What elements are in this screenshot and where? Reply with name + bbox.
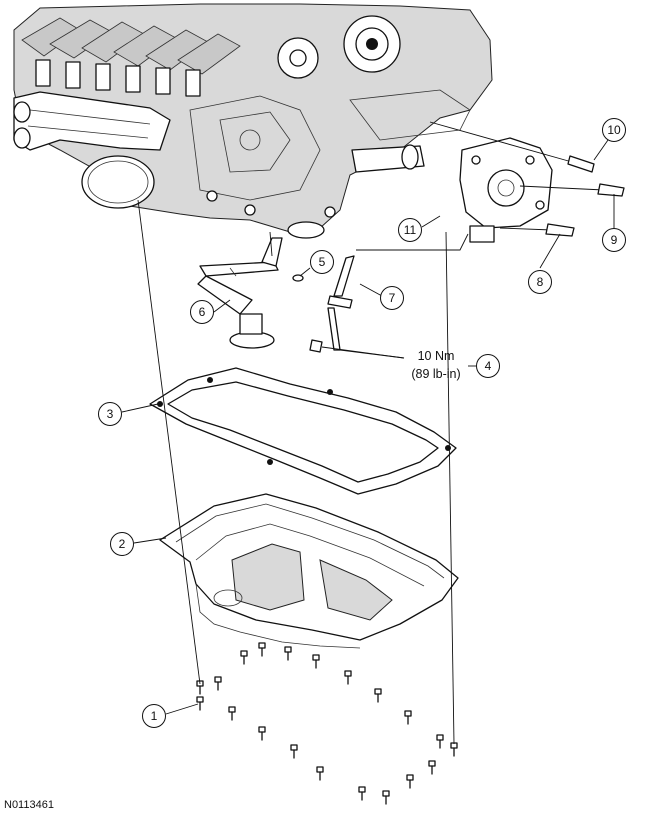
callout-8: 8 xyxy=(528,270,552,294)
bolt xyxy=(290,744,298,759)
callout-9: 9 xyxy=(602,228,626,252)
callout-8-label: 8 xyxy=(537,275,544,289)
callout-2-label: 2 xyxy=(119,537,126,551)
bolt xyxy=(404,710,412,725)
callout-1: 1 xyxy=(142,704,166,728)
bolt xyxy=(214,676,222,691)
callout-11-label: 11 xyxy=(404,223,417,237)
figure-id: N0113461 xyxy=(4,799,54,811)
callout-6-label: 6 xyxy=(199,305,206,319)
callout-5: 5 xyxy=(310,250,334,274)
torque-spec-nm: 10 Nm xyxy=(418,349,455,363)
bolt xyxy=(358,786,366,801)
bolt xyxy=(382,790,390,805)
callout-5-label: 5 xyxy=(319,255,326,269)
alignment-lines xyxy=(137,199,455,745)
torque-spec-lbin: (89 lb-in) xyxy=(411,367,460,381)
oil-pan-gasket xyxy=(149,367,457,495)
bolt xyxy=(284,646,292,661)
bolt xyxy=(374,688,382,703)
bolt xyxy=(240,650,248,665)
callout-10: 10 xyxy=(602,118,626,142)
callout-1-label: 1 xyxy=(151,709,158,723)
oil-pump xyxy=(459,137,553,243)
oil-pan-bolts xyxy=(196,642,458,805)
engine-block xyxy=(13,3,493,239)
torque-spec: 10 Nm (89 lb-in) xyxy=(411,349,460,381)
callout-4-label: 4 xyxy=(485,359,492,373)
callout-7-label: 7 xyxy=(389,291,396,305)
bolt xyxy=(312,654,320,669)
callout-2: 2 xyxy=(110,532,134,556)
oil-level-tube xyxy=(309,233,469,353)
callout-7: 7 xyxy=(380,286,404,310)
bolt xyxy=(344,670,352,685)
callout-3: 3 xyxy=(98,402,122,426)
bolt xyxy=(406,774,414,789)
callout-10-label: 10 xyxy=(607,123,621,137)
bolt xyxy=(316,766,324,781)
bolt xyxy=(258,642,266,657)
callout-11: 11 xyxy=(398,218,422,242)
callout-3-label: 3 xyxy=(107,407,114,421)
callout-6: 6 xyxy=(190,300,214,324)
bolt xyxy=(196,696,204,711)
bolt xyxy=(436,734,444,749)
bolt xyxy=(258,726,266,741)
stud xyxy=(292,274,304,282)
leader-lines xyxy=(121,139,615,715)
bolt xyxy=(228,706,236,721)
oil-pickup-tube xyxy=(197,237,283,349)
bolt xyxy=(428,760,436,775)
pump-bolts xyxy=(429,121,625,237)
callout-9-label: 9 xyxy=(611,233,618,247)
oil-pan xyxy=(159,493,459,649)
bolt xyxy=(450,742,458,757)
callout-4: 4 xyxy=(476,354,500,378)
